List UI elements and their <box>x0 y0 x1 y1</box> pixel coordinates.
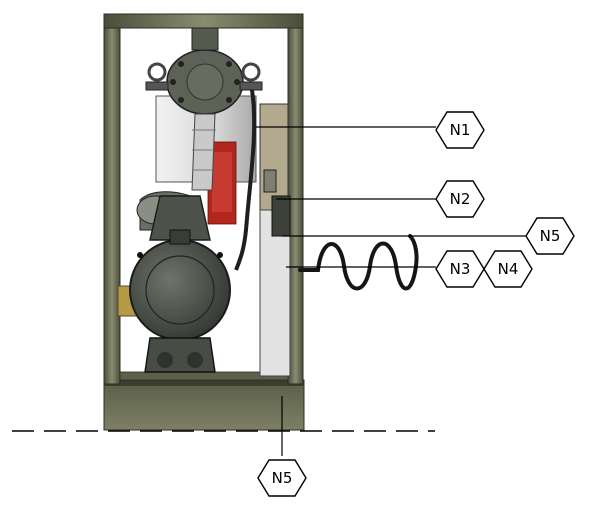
top-flange <box>166 27 244 115</box>
callout-n1: N1 <box>435 111 485 149</box>
callout-n3: N3 <box>435 250 485 288</box>
frame <box>103 13 305 431</box>
diaphragm-pump <box>129 191 231 373</box>
callout-n5-lower: N5 <box>257 459 307 497</box>
lifting-eye-left <box>145 62 169 91</box>
callout-n2: N2 <box>435 180 485 218</box>
gauge-tube <box>259 209 291 377</box>
side-hose <box>234 89 257 271</box>
callout-label: N5 <box>272 469 293 487</box>
vertical-pipe <box>191 113 216 191</box>
callout-label: N3 <box>450 260 471 278</box>
frame-top-rail <box>103 13 304 29</box>
callout-n5-upper: N5 <box>525 217 575 255</box>
frame-post-left <box>103 13 121 385</box>
callout-n4: N4 <box>483 250 533 288</box>
callout-label: N2 <box>450 190 471 208</box>
frame-base <box>103 379 305 431</box>
callout-label: N5 <box>540 227 561 245</box>
callout-label: N4 <box>498 260 519 278</box>
lifting-eye-right <box>239 62 263 91</box>
callout-label: N1 <box>450 121 471 139</box>
coiled-hose <box>298 234 419 291</box>
leader-lines <box>256 126 530 456</box>
